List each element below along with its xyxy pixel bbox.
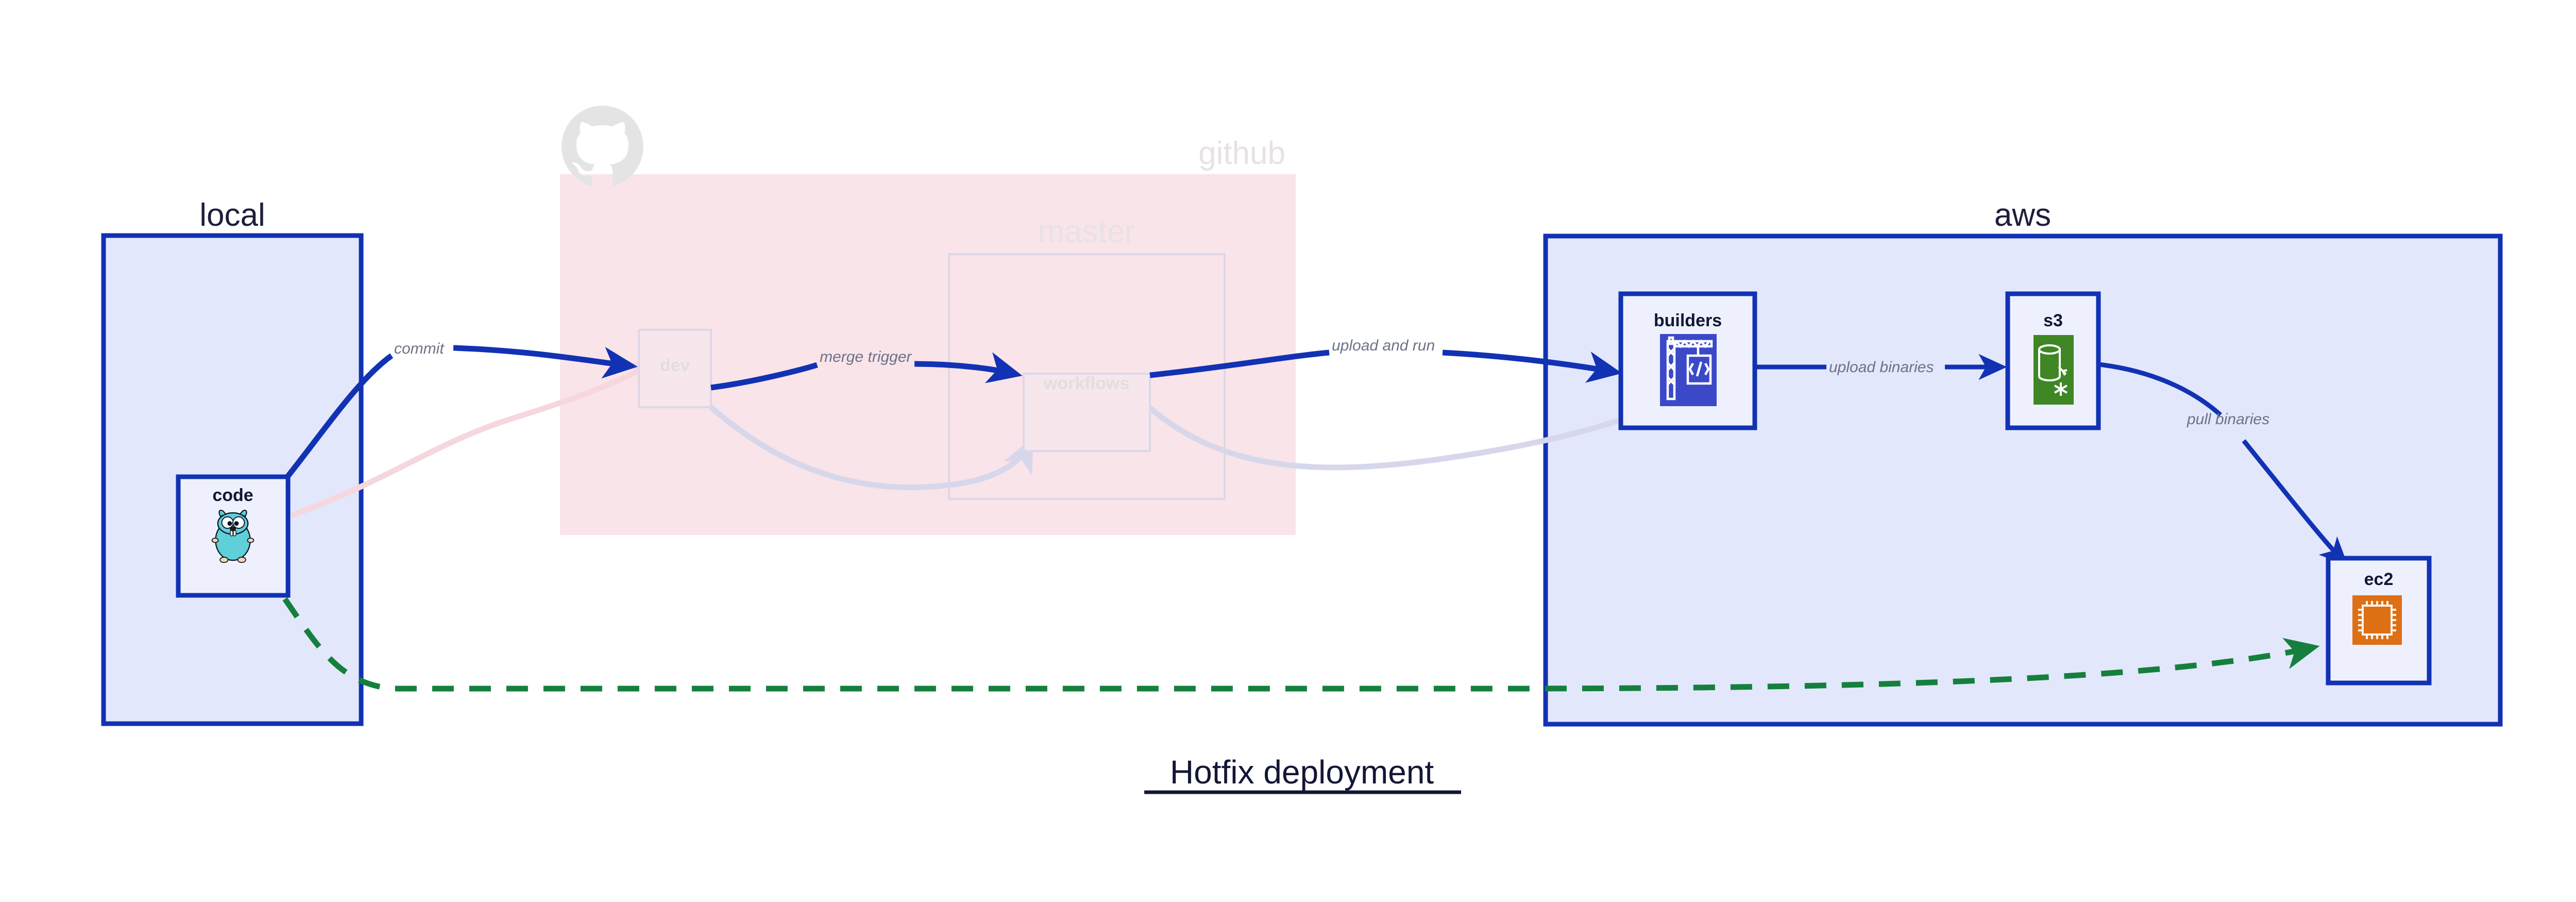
node-builders[interactable]: builders: [1618, 291, 1757, 430]
group-github: github: [560, 106, 1296, 535]
node-label-workflows: workflows: [1043, 374, 1129, 393]
github-mark-icon: [562, 106, 643, 186]
edge-upload-binaries: upload binaries: [1757, 354, 2007, 380]
node-ec2[interactable]: ec2: [2326, 556, 2432, 686]
edge-pull-binaries: pull binaries: [2094, 361, 2348, 566]
diagram-title-text: Hotfix deployment: [1170, 754, 1434, 791]
node-code[interactable]: code: [176, 474, 291, 598]
edge-merge-trigger: merge trigger: [710, 348, 1023, 391]
node-s3[interactable]: s3: [2005, 291, 2101, 430]
bucket-icon: [2033, 335, 2074, 405]
group-master: master: [948, 214, 1226, 500]
edge-label-commit: commit: [394, 340, 445, 357]
edge-commit: commit: [270, 340, 638, 497]
node-workflows[interactable]: workflows: [1023, 373, 1151, 452]
group-local: local: [101, 197, 364, 726]
node-label-code: code: [212, 486, 253, 505]
node-dev[interactable]: dev: [638, 329, 712, 408]
edge-workflows-to-builders-background: [1147, 399, 1670, 471]
node-label-s3: s3: [2043, 311, 2063, 330]
node-label-builders: builders: [1654, 311, 1722, 330]
edge-label-merge-trigger: merge trigger: [820, 348, 912, 365]
cpu-chip-icon: [2352, 595, 2402, 645]
node-label-ec2: ec2: [2364, 570, 2394, 589]
crane-icon: [1660, 334, 1717, 406]
edge-label-upload-and-run: upload and run: [1332, 337, 1435, 354]
node-label-dev: dev: [660, 356, 690, 375]
edge-hotfix-direct: [282, 597, 2320, 692]
go-gopher-icon: [211, 510, 255, 563]
edge-code-to-dev-background: [290, 357, 660, 519]
group-label-local: local: [199, 197, 265, 233]
edge-dev-to-workflows-background: [709, 405, 1033, 491]
group-label-github: github: [1198, 136, 1285, 171]
edge-label-pull-binaries: pull binaries: [2187, 411, 2269, 428]
edge-label-upload-binaries: upload binaries: [1829, 359, 1934, 376]
edge-upload-and-run: upload and run: [1149, 337, 1622, 383]
group-label-aws: aws: [1994, 197, 2051, 233]
diagram-title: Hotfix deployment: [1144, 754, 1461, 794]
group-label-master: master: [1038, 214, 1135, 249]
